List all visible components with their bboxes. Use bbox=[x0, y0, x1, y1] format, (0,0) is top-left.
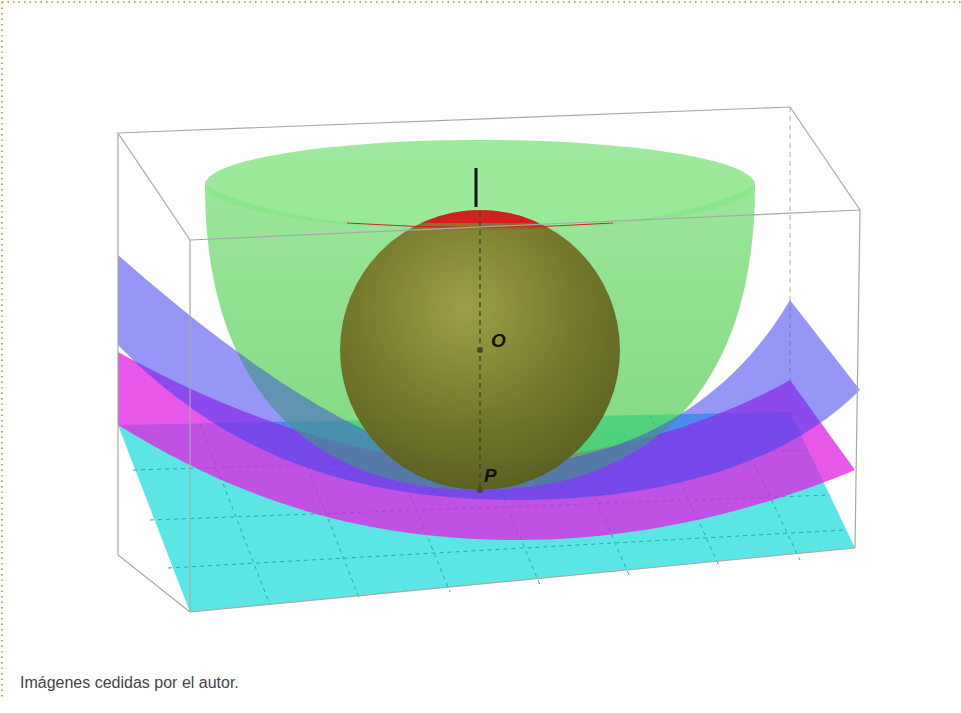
hemisphere-front bbox=[205, 185, 755, 490]
caption: Imágenes cedidas por el autor. bbox=[20, 674, 239, 692]
dotted-frame bbox=[1, 2, 3, 700]
point-label: O bbox=[491, 330, 506, 352]
bounding-box bbox=[118, 107, 860, 612]
contact-point bbox=[477, 487, 483, 493]
point-label: P bbox=[484, 465, 497, 487]
dotted-frame bbox=[2, 1, 961, 3]
axis-stick bbox=[475, 168, 478, 207]
center-point bbox=[477, 347, 483, 353]
